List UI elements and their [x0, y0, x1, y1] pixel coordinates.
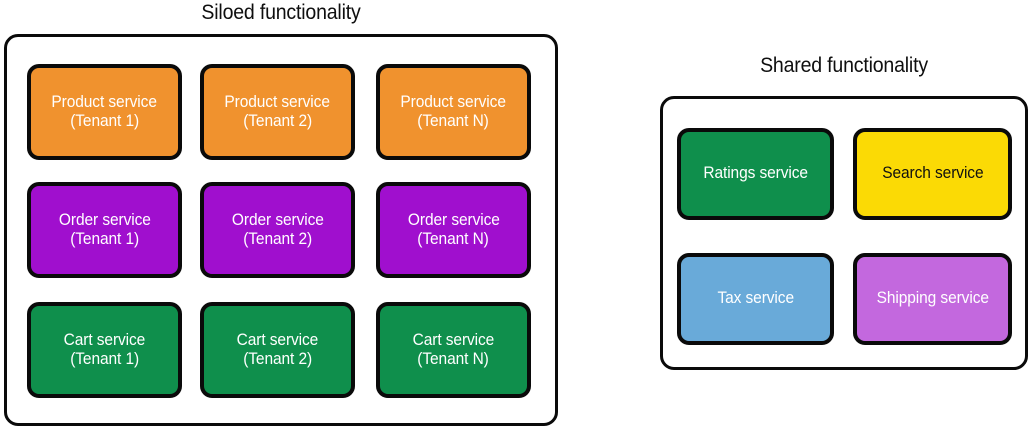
card-ratings-service[interactable]: Ratings service — [677, 128, 834, 220]
shared-functionality-title: Shared functionality — [760, 54, 928, 77]
card-label-line1: Product service — [51, 92, 158, 111]
siloed-functionality-title: Siloed functionality — [201, 1, 361, 24]
card-label-line2: (Tenant 2) — [243, 350, 312, 368]
card-label-line2: (Tenant N) — [417, 112, 490, 130]
card-label-line1: Order service — [407, 210, 500, 229]
card-cart-service-tenant-1[interactable]: Cart service (Tenant 1) — [27, 302, 182, 398]
card-order-service-tenant-n[interactable]: Order service (Tenant N) — [376, 182, 531, 278]
card-product-service-tenant-2[interactable]: Product service (Tenant 2) — [200, 64, 355, 160]
card-label-line2: (Tenant 1) — [70, 350, 139, 368]
card-label-line2: (Tenant N) — [417, 350, 490, 368]
card-label-line2: (Tenant 2) — [243, 112, 312, 130]
card-label-line1: Ratings service — [703, 164, 808, 183]
card-label-line1: Cart service — [63, 330, 146, 349]
card-product-service-tenant-1[interactable]: Product service (Tenant 1) — [27, 64, 182, 160]
card-label-line2: (Tenant 2) — [243, 230, 312, 248]
card-label-line1: Shipping service — [876, 289, 989, 308]
card-label-line1: Order service — [58, 210, 151, 229]
card-cart-service-tenant-2[interactable]: Cart service (Tenant 2) — [200, 302, 355, 398]
card-order-service-tenant-1[interactable]: Order service (Tenant 1) — [27, 182, 182, 278]
card-shipping-service[interactable]: Shipping service — [853, 253, 1012, 345]
card-cart-service-tenant-n[interactable]: Cart service (Tenant N) — [376, 302, 531, 398]
card-search-service[interactable]: Search service — [853, 128, 1012, 220]
card-label-line1: Cart service — [236, 330, 319, 349]
card-label-line1: Order service — [231, 210, 324, 229]
card-tax-service[interactable]: Tax service — [677, 253, 834, 345]
card-label-line1: Cart service — [412, 330, 495, 349]
card-label-line2: (Tenant 1) — [70, 230, 139, 248]
card-product-service-tenant-n[interactable]: Product service (Tenant N) — [376, 64, 531, 160]
card-label-line1: Search service — [881, 164, 984, 183]
card-label-line2: (Tenant 1) — [70, 112, 139, 130]
card-label-line1: Tax service — [717, 289, 794, 308]
card-label-line2: (Tenant N) — [417, 230, 490, 248]
card-label-line1: Product service — [224, 92, 331, 111]
card-label-line1: Product service — [400, 92, 507, 111]
card-order-service-tenant-2[interactable]: Order service (Tenant 2) — [200, 182, 355, 278]
